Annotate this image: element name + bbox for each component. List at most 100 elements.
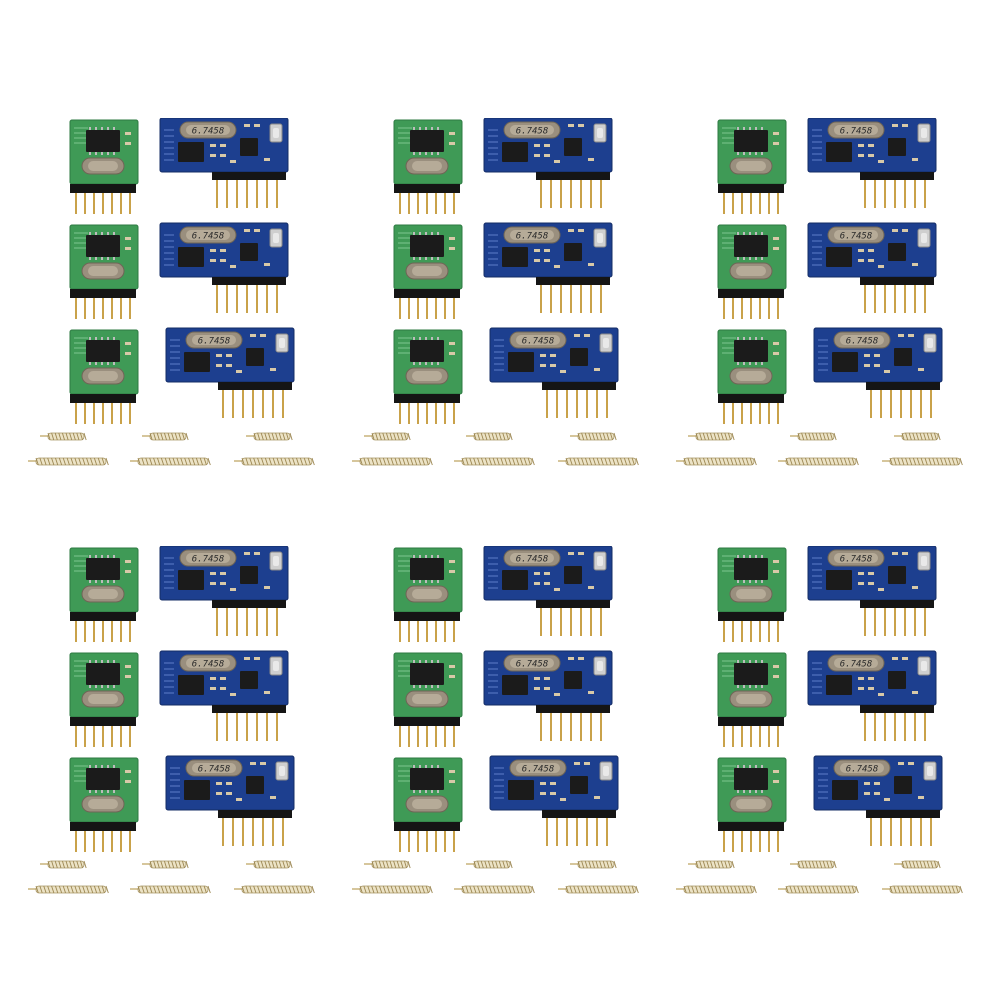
pin-header — [866, 382, 940, 390]
ic-chip — [184, 780, 210, 800]
ic-chip — [178, 247, 204, 267]
antenna-spring-short — [688, 432, 735, 441]
module-kit-group: 6.7458 6.7458 6.7458 — [332, 117, 662, 498]
pin-header — [536, 705, 610, 713]
decoder-chip — [240, 566, 258, 584]
antenna-spring-short — [40, 432, 87, 441]
pin-header — [542, 382, 616, 390]
crystal-marking: 6.7458 — [192, 232, 225, 242]
antenna-spring-long — [234, 457, 315, 466]
transmitter-module — [69, 757, 139, 852]
crystal-marking: 6.7458 — [198, 765, 231, 775]
module-kit-illustration: 6.7458 6.7458 6.7458 — [676, 545, 963, 894]
antenna-spring-short — [688, 860, 735, 869]
receiver-module: 6.7458 — [489, 327, 619, 418]
ic-chip — [734, 663, 768, 685]
decoder-chip — [240, 138, 258, 156]
antenna-spring-long — [28, 457, 109, 466]
receiver-module: 6.7458 — [483, 650, 613, 741]
decoder-chip — [888, 138, 906, 156]
receiver-module: 6.7458 — [813, 327, 943, 418]
pin-header — [70, 612, 136, 621]
crystal-marking: 6.7458 — [840, 232, 873, 242]
ic-chip — [734, 130, 768, 152]
ic-chip — [410, 130, 444, 152]
decoder-chip — [240, 243, 258, 261]
ic-chip — [410, 558, 444, 580]
ic-chip — [86, 663, 120, 685]
antenna-spring-short — [142, 432, 189, 441]
antenna-spring-long — [28, 885, 109, 894]
pin-header — [860, 705, 934, 713]
transmitter-module — [393, 329, 463, 424]
pin-header — [212, 600, 286, 608]
crystal-marking: 6.7458 — [192, 660, 225, 670]
pin-header — [542, 810, 616, 818]
ic-chip — [832, 352, 858, 372]
ic-chip — [734, 235, 768, 257]
antenna-spring-long — [778, 457, 859, 466]
crystal-marking: 6.7458 — [846, 337, 879, 347]
transmitter-module — [717, 547, 787, 642]
receiver-module: 6.7458 — [807, 650, 937, 741]
pin-header — [394, 612, 460, 621]
decoder-chip — [888, 671, 906, 689]
ic-chip — [508, 780, 534, 800]
antenna-spring-short — [570, 860, 617, 869]
pin-header — [866, 810, 940, 818]
decoder-chip — [246, 348, 264, 366]
decoder-chip — [894, 776, 912, 794]
ic-chip — [86, 130, 120, 152]
receiver-module: 6.7458 — [159, 545, 289, 636]
antenna-spring-short — [246, 860, 293, 869]
ic-chip — [178, 142, 204, 162]
transmitter-module — [393, 224, 463, 319]
crystal-marking: 6.7458 — [846, 765, 879, 775]
pin-header — [718, 394, 784, 403]
receiver-module: 6.7458 — [807, 545, 937, 636]
ic-chip — [86, 340, 120, 362]
pin-header — [718, 612, 784, 621]
ic-chip — [86, 235, 120, 257]
transmitter-module — [393, 757, 463, 852]
ic-chip — [86, 768, 120, 790]
crystal-marking: 6.7458 — [516, 232, 549, 242]
module-kit-illustration: 6.7458 6.7458 6.7458 — [352, 117, 639, 466]
module-kit-illustration: 6.7458 6.7458 6.7458 — [28, 545, 315, 894]
antenna-spring-long — [130, 457, 211, 466]
pin-header — [70, 394, 136, 403]
antenna-spring-short — [570, 432, 617, 441]
crystal-marking: 6.7458 — [840, 555, 873, 565]
decoder-chip — [888, 566, 906, 584]
ic-chip — [86, 558, 120, 580]
decoder-chip — [570, 776, 588, 794]
transmitter-module — [393, 119, 463, 214]
module-kit-group: 6.7458 6.7458 6.7458 — [656, 545, 986, 926]
decoder-chip — [564, 566, 582, 584]
crystal-marking: 6.7458 — [192, 555, 225, 565]
ic-chip — [410, 340, 444, 362]
pin-header — [860, 172, 934, 180]
decoder-chip — [564, 243, 582, 261]
antenna-spring-long — [352, 885, 433, 894]
ic-chip — [508, 352, 534, 372]
antenna-spring-short — [894, 432, 941, 441]
crystal-marking: 6.7458 — [522, 337, 555, 347]
crystal-marking: 6.7458 — [516, 127, 549, 137]
decoder-chip — [240, 671, 258, 689]
pin-header — [212, 172, 286, 180]
pin-header — [394, 822, 460, 831]
pin-header — [394, 289, 460, 298]
pin-header — [718, 822, 784, 831]
crystal-marking: 6.7458 — [522, 765, 555, 775]
receiver-module: 6.7458 — [483, 222, 613, 313]
decoder-chip — [894, 348, 912, 366]
antenna-spring-long — [882, 457, 963, 466]
ic-chip — [734, 558, 768, 580]
transmitter-module — [69, 652, 139, 747]
antenna-spring-long — [882, 885, 963, 894]
antenna-spring-long — [778, 885, 859, 894]
